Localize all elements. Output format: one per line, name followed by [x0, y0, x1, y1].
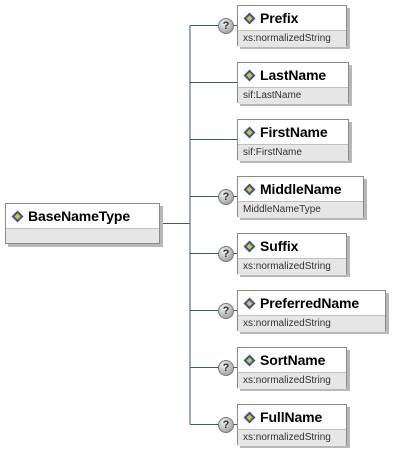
- child-node-firstname[interactable]: FirstName sif:FirstName: [237, 119, 349, 161]
- optional-question-icon: ?: [218, 416, 234, 433]
- element-icon: [243, 411, 256, 423]
- element-icon: [243, 354, 256, 366]
- child-node-type: xs:normalizedString: [238, 258, 346, 275]
- child-node-name: FirstName: [260, 124, 328, 140]
- child-node-type: xs:normalizedString: [238, 429, 346, 446]
- optional-question-icon: ?: [218, 17, 234, 34]
- child-node-preferredname[interactable]: PreferredName xs:normalizedString: [237, 290, 386, 332]
- root-node-name: BaseNameType: [28, 208, 131, 224]
- child-node-name: SortName: [260, 352, 326, 368]
- child-node-prefix[interactable]: Prefix xs:normalizedString: [237, 5, 347, 47]
- root-node-basenametype[interactable]: BaseNameType: [5, 203, 160, 244]
- child-node-name: Suffix: [260, 238, 299, 254]
- child-node-type: MiddleNameType: [238, 201, 363, 218]
- child-node-type: xs:normalizedString: [238, 315, 385, 332]
- element-icon: [243, 12, 256, 24]
- child-node-type: sif:LastName: [238, 87, 348, 104]
- optional-question-icon: ?: [218, 188, 234, 205]
- child-node-fullname[interactable]: FullName xs:normalizedString: [237, 404, 347, 446]
- element-icon: [11, 210, 24, 222]
- root-node-type: [6, 228, 159, 243]
- element-icon: [243, 69, 256, 81]
- element-icon: [243, 297, 256, 309]
- child-node-name: MiddleName: [260, 181, 342, 197]
- child-node-middlename[interactable]: MiddleName MiddleNameType: [237, 176, 364, 218]
- child-node-name: PreferredName: [260, 295, 360, 311]
- optional-question-icon: ?: [218, 302, 234, 319]
- child-node-sortname[interactable]: SortName xs:normalizedString: [237, 347, 347, 389]
- child-node-type: sif:FirstName: [238, 144, 348, 161]
- optional-question-icon: ?: [218, 359, 234, 376]
- child-node-name: FullName: [260, 409, 323, 425]
- child-node-lastname[interactable]: LastName sif:LastName: [237, 62, 349, 104]
- child-node-type: xs:normalizedString: [238, 30, 346, 47]
- optional-question-icon: ?: [218, 245, 234, 262]
- child-node-name: Prefix: [260, 10, 299, 26]
- child-node-type: xs:normalizedString: [238, 372, 346, 389]
- element-icon: [243, 240, 256, 252]
- element-icon: [243, 183, 256, 195]
- child-node-suffix[interactable]: Suffix xs:normalizedString: [237, 233, 347, 275]
- child-node-name: LastName: [260, 67, 327, 83]
- element-icon: [243, 126, 256, 138]
